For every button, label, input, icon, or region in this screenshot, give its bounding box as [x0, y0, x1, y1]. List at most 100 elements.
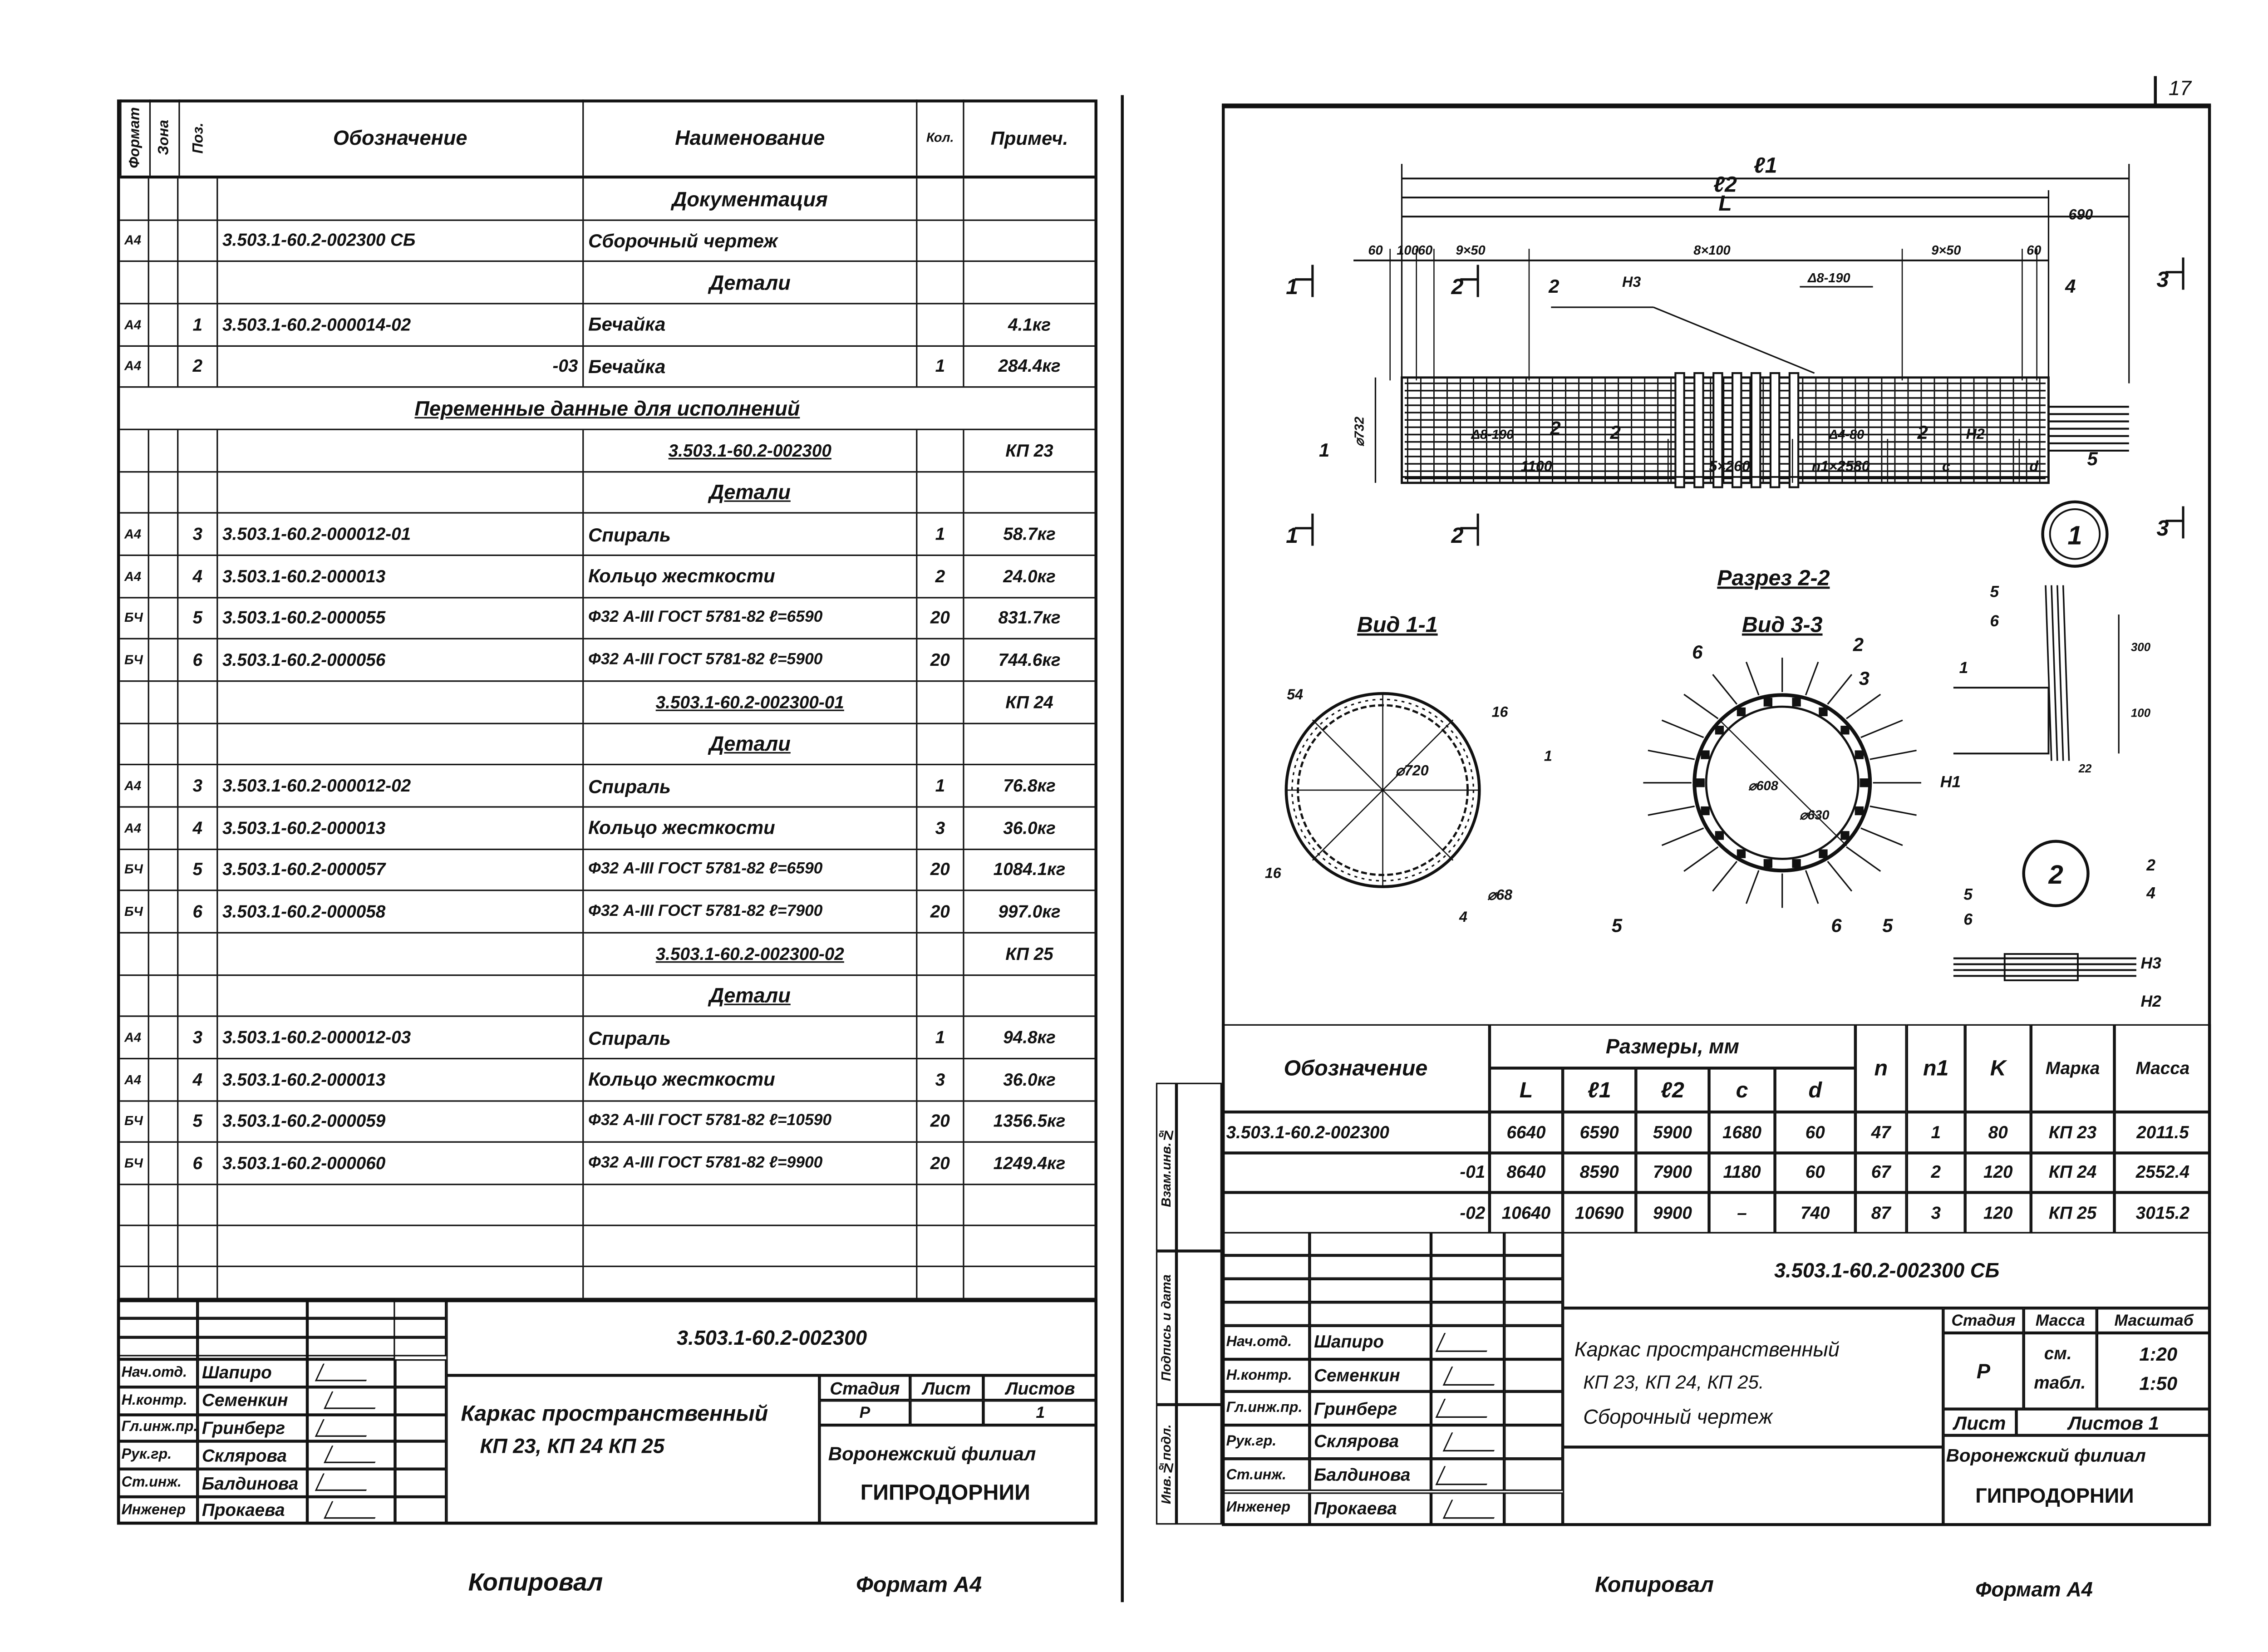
dims-cell: 2552.4 — [2114, 1152, 2211, 1193]
spec-cell-pos: 5 — [178, 1101, 218, 1142]
node2-detail-label: 4 — [2146, 884, 2155, 902]
spec-cell-format — [120, 430, 149, 471]
spec-cell-zone — [149, 304, 179, 345]
node2-ring — [2003, 953, 2079, 981]
spec-cell-format — [120, 178, 149, 219]
spec-cell-pos — [178, 178, 218, 219]
spec-cell-qty: 1 — [917, 514, 964, 555]
position-label: 5 — [2087, 448, 2098, 469]
dims-cell: 60 — [1775, 1112, 1855, 1152]
bar-section-line — [1683, 846, 1719, 872]
spec-cell-zone — [149, 639, 179, 680]
spec-cell-designation — [218, 933, 584, 974]
dimension-label-l1: ℓ1 — [1754, 153, 1777, 177]
mass-label: Масса — [2023, 1308, 2097, 1333]
dims-cell: 10640 — [1489, 1192, 1563, 1233]
spiral-label: Δ8-190 — [1807, 271, 1850, 285]
staff-name: Шапиро — [197, 1359, 308, 1387]
sheet-divider — [1121, 95, 1124, 1603]
spec-cell-designation: 3.503.1-60.2-000057 — [218, 849, 584, 890]
view3-label: 5 — [1882, 915, 1893, 936]
view3-inner-circle — [1705, 705, 1860, 860]
node2-detail-label: 6 — [1963, 910, 1973, 929]
spec-cell-pos — [178, 472, 218, 513]
empty-staff-cell — [1221, 1278, 1310, 1303]
staff-role: Нач.отд. — [117, 1359, 198, 1387]
signature-scribble — [1435, 1399, 1496, 1419]
node1-detail-label: 1 — [1959, 659, 1968, 677]
mass-value-2: табл. — [2034, 1372, 2086, 1393]
bar-section-line — [1846, 693, 1881, 719]
spec-cell-qty — [917, 682, 964, 723]
bar-section — [1855, 750, 1864, 759]
empty-staff-cell — [1431, 1255, 1505, 1279]
spec-cell-name: Детали — [584, 723, 918, 764]
view3-label: ⌀608 — [1748, 779, 1779, 793]
signature-scribble — [315, 1418, 374, 1436]
spec-row: Детали — [120, 975, 1095, 1018]
empty-staff-cell — [1221, 1255, 1310, 1279]
spec-cell-format: А4 — [120, 346, 149, 387]
spec-cell-name: 3.503.1-60.2-002300 — [584, 430, 918, 471]
spec-cell-zone — [149, 1101, 179, 1142]
date-cell — [395, 1497, 447, 1524]
spec-cell-zone — [149, 598, 179, 639]
dimension-label-d8x100: 8×100 — [1693, 243, 1730, 258]
spec-cell-qty: 2 — [917, 556, 964, 597]
dims-cell: 1 — [1906, 1112, 1965, 1152]
empty-staff-cell — [1309, 1255, 1431, 1279]
sheets-value: 1 — [983, 1400, 1097, 1426]
title-cell — [1563, 1308, 1943, 1447]
bar-section-line — [1846, 846, 1881, 872]
stage-value: Р — [1943, 1332, 2024, 1409]
date-cell — [1504, 1358, 1563, 1392]
spec-empty-cell — [218, 1226, 584, 1266]
spec-cell-pos — [178, 975, 218, 1016]
side-stamp-label: Подпись и дата — [1156, 1251, 1177, 1405]
spec-cell-pos: 2 — [178, 346, 218, 387]
spec-cell-note: КП 25 — [1005, 943, 1053, 964]
spec-cell-name: Ф32 А-III ГОСТ 5781-82 ℓ=9900 — [584, 1143, 918, 1184]
staff-role: Н.контр. — [117, 1386, 198, 1415]
org-branch: Воронежский филиал — [828, 1442, 1036, 1465]
spec-cell-name: Детали — [584, 472, 918, 513]
spec-cell-format — [120, 723, 149, 764]
stage-value: Р — [819, 1400, 910, 1426]
position-label: 4 — [2065, 275, 2076, 297]
sheet-label: Лист — [910, 1375, 984, 1401]
spec-header-cell: Поз. — [178, 99, 218, 176]
bar-section-line — [1712, 860, 1738, 892]
spec-cell-designation: 3.503.1-60.2-000013 — [218, 807, 584, 848]
spec-empty-cell — [218, 1267, 584, 1298]
spec-cell-designation — [218, 723, 584, 764]
spec-cell-format: БЧ — [120, 639, 149, 680]
spec-cell-zone — [149, 262, 179, 303]
position-label: 2 — [1917, 422, 1928, 443]
bar-section — [1737, 849, 1746, 858]
dims-cell: 67 — [1855, 1152, 1907, 1193]
scale-value — [2096, 1332, 2211, 1409]
node1-detail-label: 100 — [2131, 707, 2151, 720]
spec-cell-zone — [149, 933, 179, 974]
spec-cell-note: 1084.1кг — [993, 859, 1066, 880]
spec-cell-name: 3.503.1-60.2-002300-01 — [584, 682, 918, 723]
spec-cell-qty — [917, 430, 964, 471]
title-cell — [446, 1375, 820, 1525]
page-number: 17 — [2168, 76, 2192, 100]
spec-empty-cell — [149, 1185, 179, 1224]
node2-detail-label: 2 — [2146, 856, 2155, 874]
node1-detail-label: 6 — [1990, 612, 1999, 630]
signature-scribble — [324, 1446, 384, 1464]
bar-section-line — [1745, 870, 1760, 904]
h2-label: Н2 — [1966, 426, 1985, 442]
section-mark-label: 1 — [1286, 275, 1298, 299]
spec-cell-format: А4 — [120, 556, 149, 597]
spec-cell-pos — [178, 220, 218, 261]
copied-label: Копировал — [468, 1568, 603, 1597]
dims-cell: 7900 — [1636, 1152, 1709, 1193]
spec-cell-qty: 20 — [917, 598, 964, 639]
date-cell — [1504, 1425, 1563, 1459]
